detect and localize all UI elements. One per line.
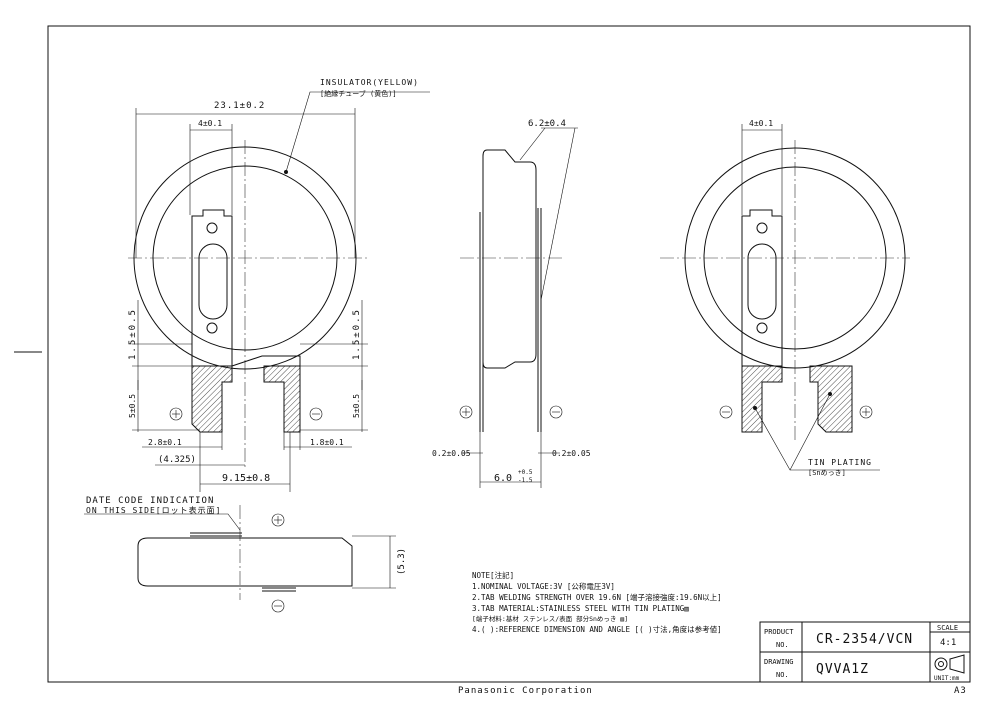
insulator-outer-circle — [133, 146, 357, 370]
dim-5-right: 5±0.5 — [352, 394, 361, 418]
dim-6-0-tol-up: +0.5 — [518, 469, 533, 476]
product-no: CR-2354/VCN — [816, 632, 913, 647]
note-1: 1.NOMINAL VOLTAGE:3V [公称電圧3V] — [472, 581, 615, 591]
tin-plating-label-jp: [Snめっき] — [808, 469, 846, 477]
unit-label: UNIT:mm — [934, 675, 960, 682]
dim-0-2-left: 0.2±0.05 — [432, 449, 471, 458]
product-no-label-2: NO. — [776, 641, 789, 649]
back-view — [660, 124, 910, 471]
scale-value: 4:1 — [940, 638, 956, 648]
title-block — [759, 621, 971, 683]
back-outer-circle — [684, 147, 906, 369]
dim-6-2: 6.2±0.4 — [528, 119, 566, 129]
dim-9-15: 9.15±0.8 — [222, 473, 270, 484]
dim-6-0-tol-dn: -1.5 — [518, 477, 533, 484]
dim-23-1: 23.1±0.2 — [214, 101, 265, 111]
positive-tab — [191, 209, 233, 366]
note-3-jp: [端子材料:基材 ステンレス/表面 部分Snめっき ▨] — [472, 614, 628, 623]
dim-4-325: (4.325) — [158, 455, 196, 465]
dim-1-5-right: 1.5±0.5 — [352, 308, 362, 360]
positive-pin — [191, 365, 233, 433]
projection-symbol-cone — [949, 654, 965, 674]
company-name: Panasonic Corporation — [458, 686, 593, 696]
insulator-label: INSULATOR(YELLOW) — [320, 78, 419, 87]
product-no-label-1: PRODUCT — [764, 628, 794, 636]
cell-bottom-profile — [137, 537, 353, 587]
dim-1-8: 1.8±0.1 — [310, 438, 344, 447]
sheet-size: A3 — [954, 686, 967, 696]
tin-plating-label: TIN PLATING — [808, 458, 872, 467]
date-code-label: DATE CODE INDICATION — [86, 496, 214, 506]
insulator-label-jp: [絶縁チューブ (黄色)] — [320, 89, 397, 98]
back-inner-circle — [703, 166, 887, 350]
drawing-no-label-2: NO. — [776, 671, 789, 679]
side-view — [459, 127, 578, 488]
sheet-border — [47, 25, 971, 683]
note-4: 4.( ):REFERENCE DIMENSION AND ANGLE [( )… — [472, 624, 722, 634]
front-view — [128, 91, 430, 492]
dim-6-0: 6.0 — [494, 473, 512, 484]
dim-5-3: (5.3) — [397, 548, 407, 575]
dim-4-right: 4±0.1 — [749, 119, 773, 128]
scale-label: SCALE — [937, 624, 958, 632]
dim-1-5-left: 1.5±0.5 — [128, 308, 138, 360]
dim-2-8: 2.8±0.1 — [148, 438, 182, 447]
projection-symbol-circle — [934, 657, 948, 671]
cell-side-profile — [482, 149, 537, 369]
dim-4-left: 4±0.1 — [198, 119, 222, 128]
bottom-side-view — [84, 505, 396, 613]
note-2: 2.TAB WELDING STRENGTH OVER 19.6N [端子溶接強… — [472, 592, 722, 602]
date-code-label-2: ON THIS SIDE[ロット表示面] — [86, 505, 221, 515]
dim-5-left: 5±0.5 — [128, 394, 137, 418]
note-3: 3.TAB MATERIAL:STAINLESS STEEL WITH TIN … — [472, 604, 689, 613]
dim-0-2-right: 0.2±0.05 — [552, 449, 591, 458]
cell-inner-circle — [152, 165, 338, 351]
drawing-no: QVVA1Z — [816, 662, 869, 677]
drawing-no-label-1: DRAWING — [764, 658, 794, 666]
notes-title: NOTE[注記] — [472, 570, 514, 580]
